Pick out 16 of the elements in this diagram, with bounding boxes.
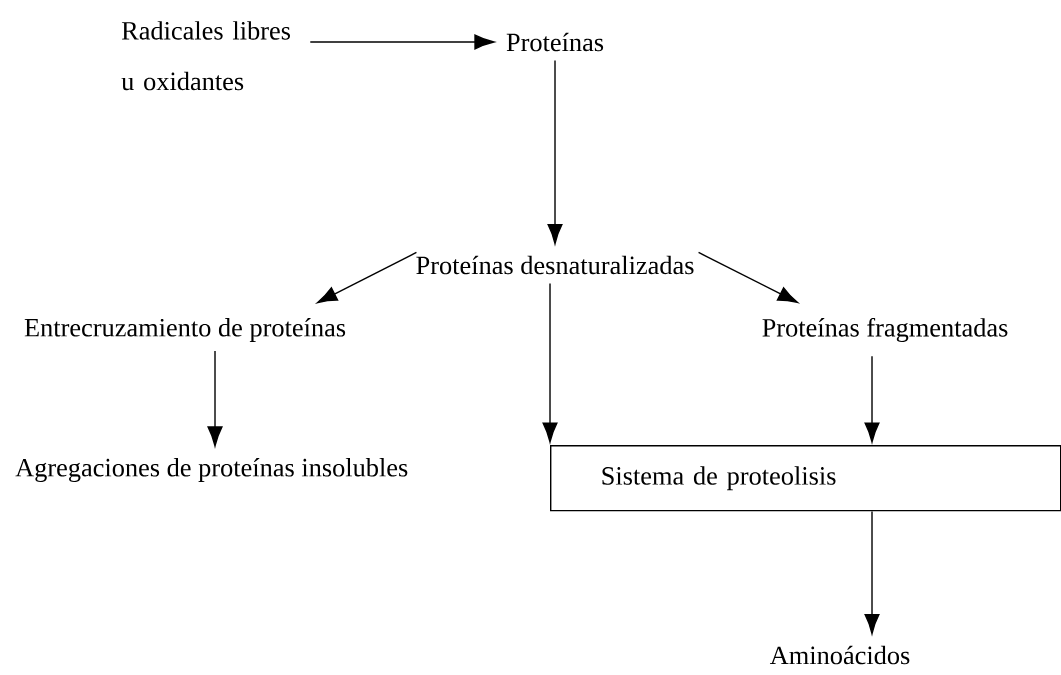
arrow [542,282,558,443]
arrow [864,510,880,635]
text-label: Agregaciones de proteínas insolubles [15,458,408,482]
text-label: Aminoácidos [770,645,910,665]
text-label: Entrecruzamiento de proteínas [24,318,346,342]
arrow [547,59,563,245]
text-label: Proteínas fragmentadas [762,317,1008,343]
arrow [207,350,223,447]
text-label: Proteínas desnaturalizadas [416,255,694,275]
process-box: Sistema de proteolisis [550,445,1061,512]
text-label: Radicales libres u oxidantes [121,21,290,91]
text-label: Proteínas [506,32,604,52]
arrow [309,34,495,50]
arrow [697,251,798,304]
arrow [864,355,880,443]
arrow [317,251,418,304]
